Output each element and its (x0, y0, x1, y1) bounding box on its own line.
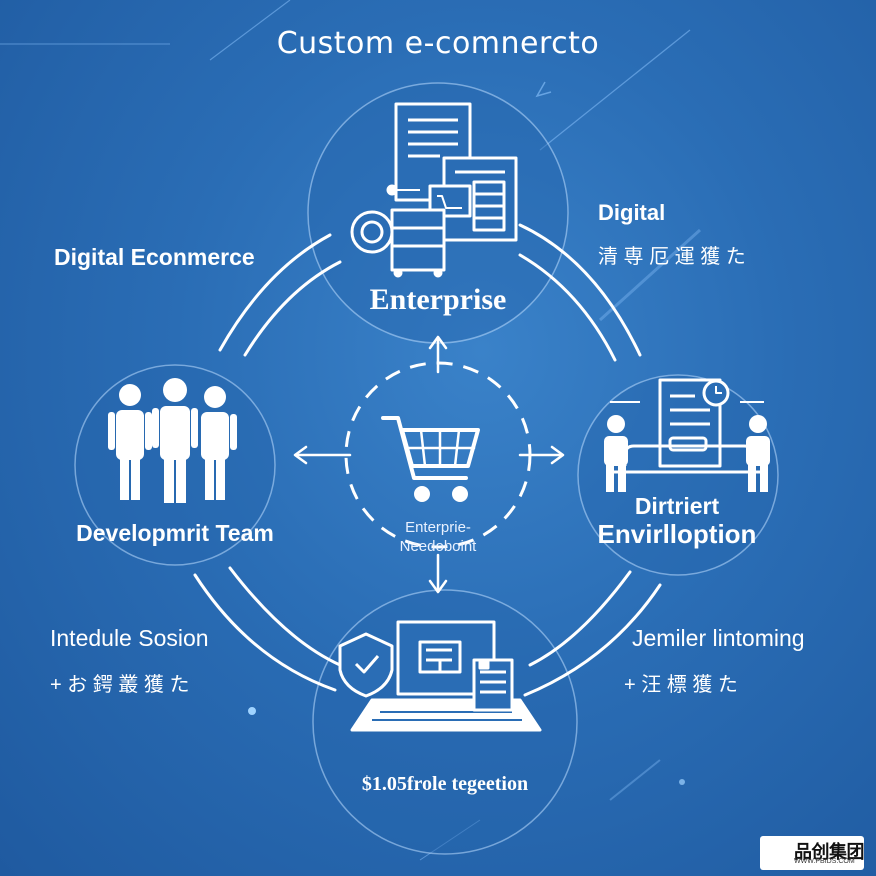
shopping-cart-icon (381, 416, 480, 502)
top-right-sublabel: 清 専 厄 運 獲 た (598, 246, 746, 268)
ring-arc-bottom-right-outer (523, 583, 662, 697)
center-caption-line1: Enterprie- (405, 519, 471, 536)
glow-dot-right (679, 779, 685, 785)
bottom-left-label: Intedule Sosion (50, 625, 209, 651)
ring-arc-top-right-outer (518, 223, 642, 357)
ring-arc-bottom-left-inner (228, 566, 342, 667)
ring-arc-bottom-left-outer (193, 573, 337, 692)
brand-logo-text: 品创集团 (794, 842, 865, 862)
node-label-right: Dirtriert Envirlloption (592, 492, 762, 548)
team-people-icon (108, 378, 237, 503)
shield-icon (338, 632, 394, 698)
node-label-enterprise: Enterprise (369, 283, 507, 316)
top-left-label: Digital Econmerce (54, 244, 255, 270)
node-label-development-team: Developmrit Team (76, 520, 274, 546)
arrow-down-icon (428, 553, 448, 594)
ring-arc-top-left-inner (243, 260, 342, 357)
node-label-bottom: $1.05frole tegeetion (361, 773, 529, 795)
bottom-left-sublabel: + お 鍔 叢 獲 た (50, 674, 190, 696)
glow-dot-left (248, 707, 256, 715)
center-caption: Enterprie- Needoboint (358, 518, 518, 556)
top-right-label: Digital (598, 200, 666, 225)
presentation-people-icon (604, 415, 770, 492)
brand-logo: 品创集团 WWW.PBIDS.COM (760, 836, 865, 870)
arrow-up-icon (428, 335, 448, 374)
node-label-right-line1: Dirtriert (634, 493, 720, 519)
ring-arc-top-left-outer (218, 233, 332, 352)
node-label-right-line2: Envirlloption (597, 519, 757, 549)
enterprise-documents-icon (350, 102, 518, 278)
arrow-left-icon (293, 445, 352, 465)
streak-arrow-top-right (535, 81, 552, 98)
ring-arc-bottom-right-inner (528, 570, 632, 667)
page-title: Custom e-comnercto (276, 26, 600, 61)
bottom-right-sublabel: + 汪 標 獲 た (624, 674, 738, 696)
center-caption-line2: Needoboint (399, 538, 477, 555)
ring-arc-top-right-inner (518, 253, 617, 362)
brand-logo-url: WWW.PBIDS.COM (794, 858, 855, 865)
arrow-right-icon (518, 445, 565, 465)
laptop-icon (350, 620, 542, 732)
bottom-right-label: Jemiler lintoming (632, 625, 805, 651)
node-circle-right (577, 374, 779, 576)
